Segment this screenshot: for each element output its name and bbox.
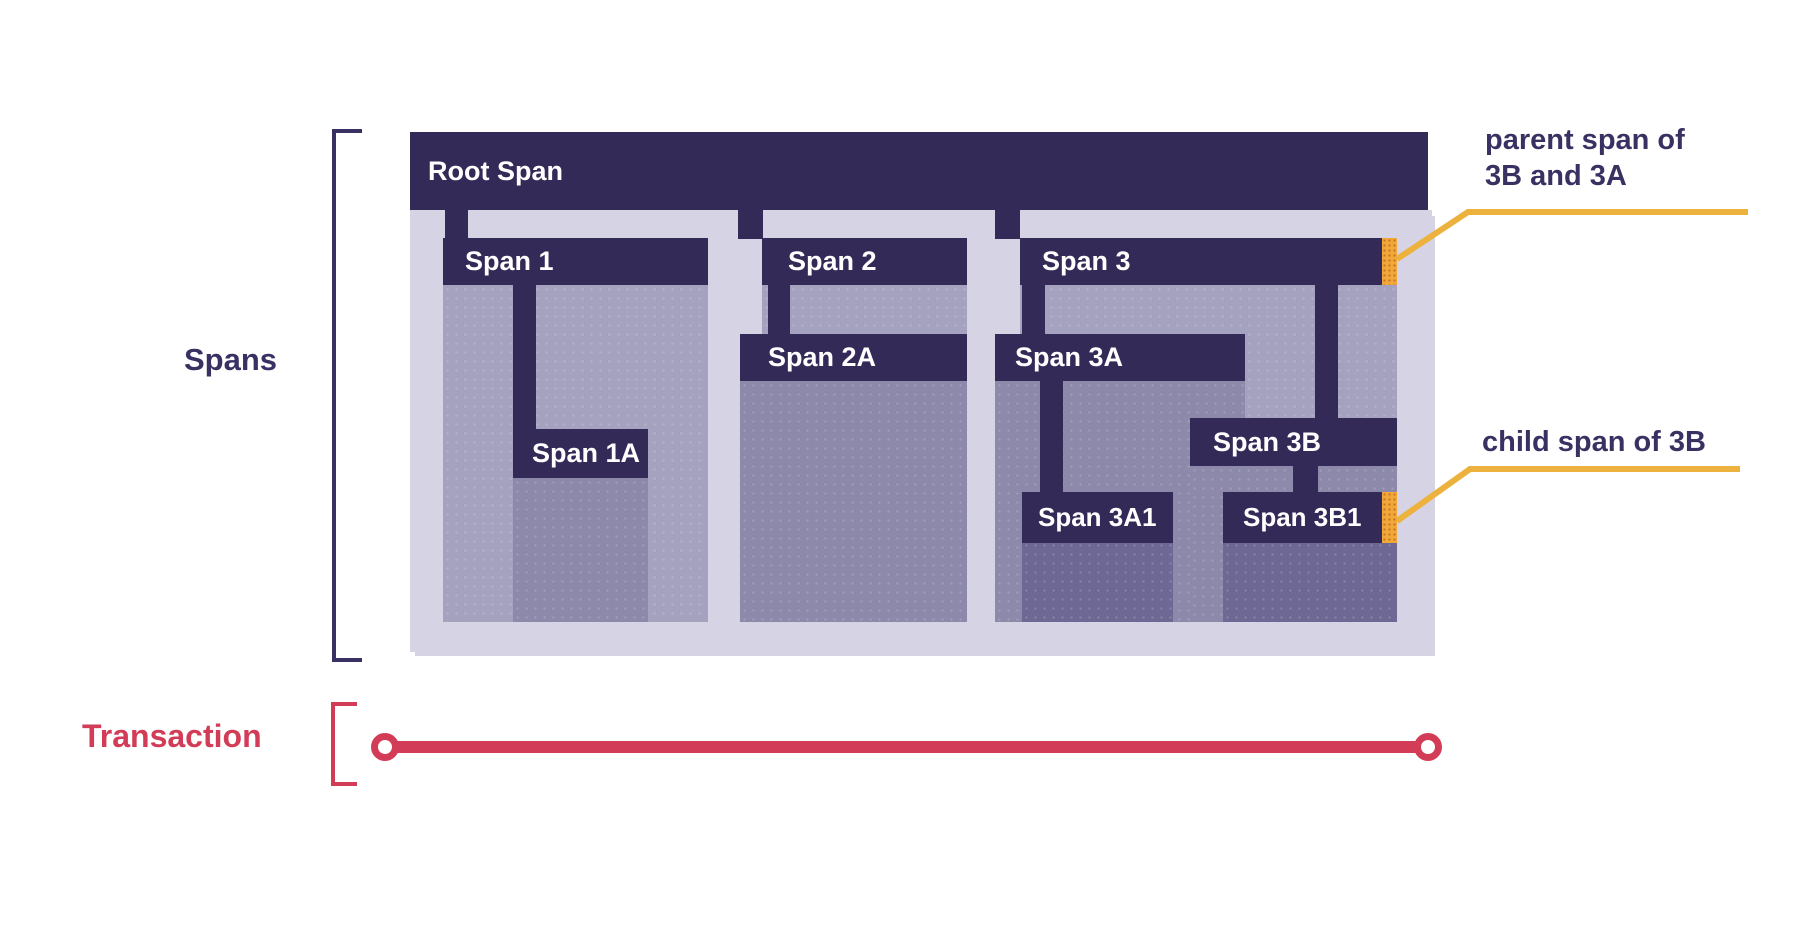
connector-root-to-span2 <box>738 209 763 239</box>
span3-parent-highlight-tab <box>1382 238 1397 285</box>
span1-label: Span 1 <box>465 246 554 276</box>
connector-span2-to-span2a <box>768 285 790 335</box>
transaction-start-circle <box>371 733 399 761</box>
root-span-bar: Root Span <box>410 132 1428 210</box>
span1a-duration <box>513 478 648 622</box>
span3-label: Span 3 <box>1042 246 1131 276</box>
span2a-label: Span 2A <box>768 342 877 372</box>
span3b1-bar: Span 3B1 <box>1223 492 1397 543</box>
span3b-label: Span 3B <box>1213 426 1322 457</box>
span3a1-duration <box>1022 541 1173 622</box>
span3a1-label: Span 3A1 <box>1038 502 1157 532</box>
connector-span3-to-span3a <box>1022 285 1045 335</box>
span2-label: Span 2 <box>788 246 877 276</box>
span2a-bar: Span 2A <box>740 334 967 381</box>
root-span-label: Root Span <box>428 155 563 186</box>
span3b1-duration <box>1223 541 1397 622</box>
span3a-bar: Span 3A <box>995 334 1245 381</box>
child-annotation-text: child span of 3B <box>1482 426 1706 458</box>
spans-bracket <box>332 129 362 662</box>
span1a-bar: Span 1A <box>513 429 648 478</box>
spans-axis-label: Spans <box>184 342 278 377</box>
child-annotation-line <box>1395 466 1740 524</box>
parent-annotation-line1: parent span of <box>1485 124 1685 156</box>
transaction-timeline <box>397 741 1418 753</box>
transaction-end-circle <box>1414 733 1442 761</box>
transaction-axis-label: Transaction <box>82 718 262 754</box>
parent-annotation-line <box>1395 209 1748 262</box>
connector-span1-to-span1a <box>513 285 536 430</box>
span3a1-bar: Span 3A1 <box>1022 492 1173 543</box>
span3b1-child-highlight-tab <box>1382 492 1397 543</box>
span1a-label: Span 1A <box>532 438 641 468</box>
span3a-label: Span 3A <box>1015 342 1124 372</box>
span2-bar: Span 2 <box>762 238 967 285</box>
connector-span3-to-span3b <box>1315 285 1338 419</box>
connector-span3b-to-span3b1 <box>1293 466 1318 493</box>
connector-root-to-span1 <box>445 209 468 239</box>
connector-span3a-to-span3a1 <box>1040 381 1063 493</box>
parent-annotation-text: parent span of 3B and 3A <box>1485 122 1685 194</box>
span3-bar: Span 3 <box>1020 238 1397 285</box>
connector-root-to-span3 <box>995 209 1020 239</box>
span3b1-label: Span 3B1 <box>1243 502 1362 532</box>
transaction-bracket <box>331 702 357 786</box>
span2a-duration <box>740 381 967 622</box>
span1-bar: Span 1 <box>443 238 708 285</box>
span3b-bar: Span 3B <box>1190 418 1397 466</box>
parent-annotation-line2: 3B and 3A <box>1485 160 1627 192</box>
